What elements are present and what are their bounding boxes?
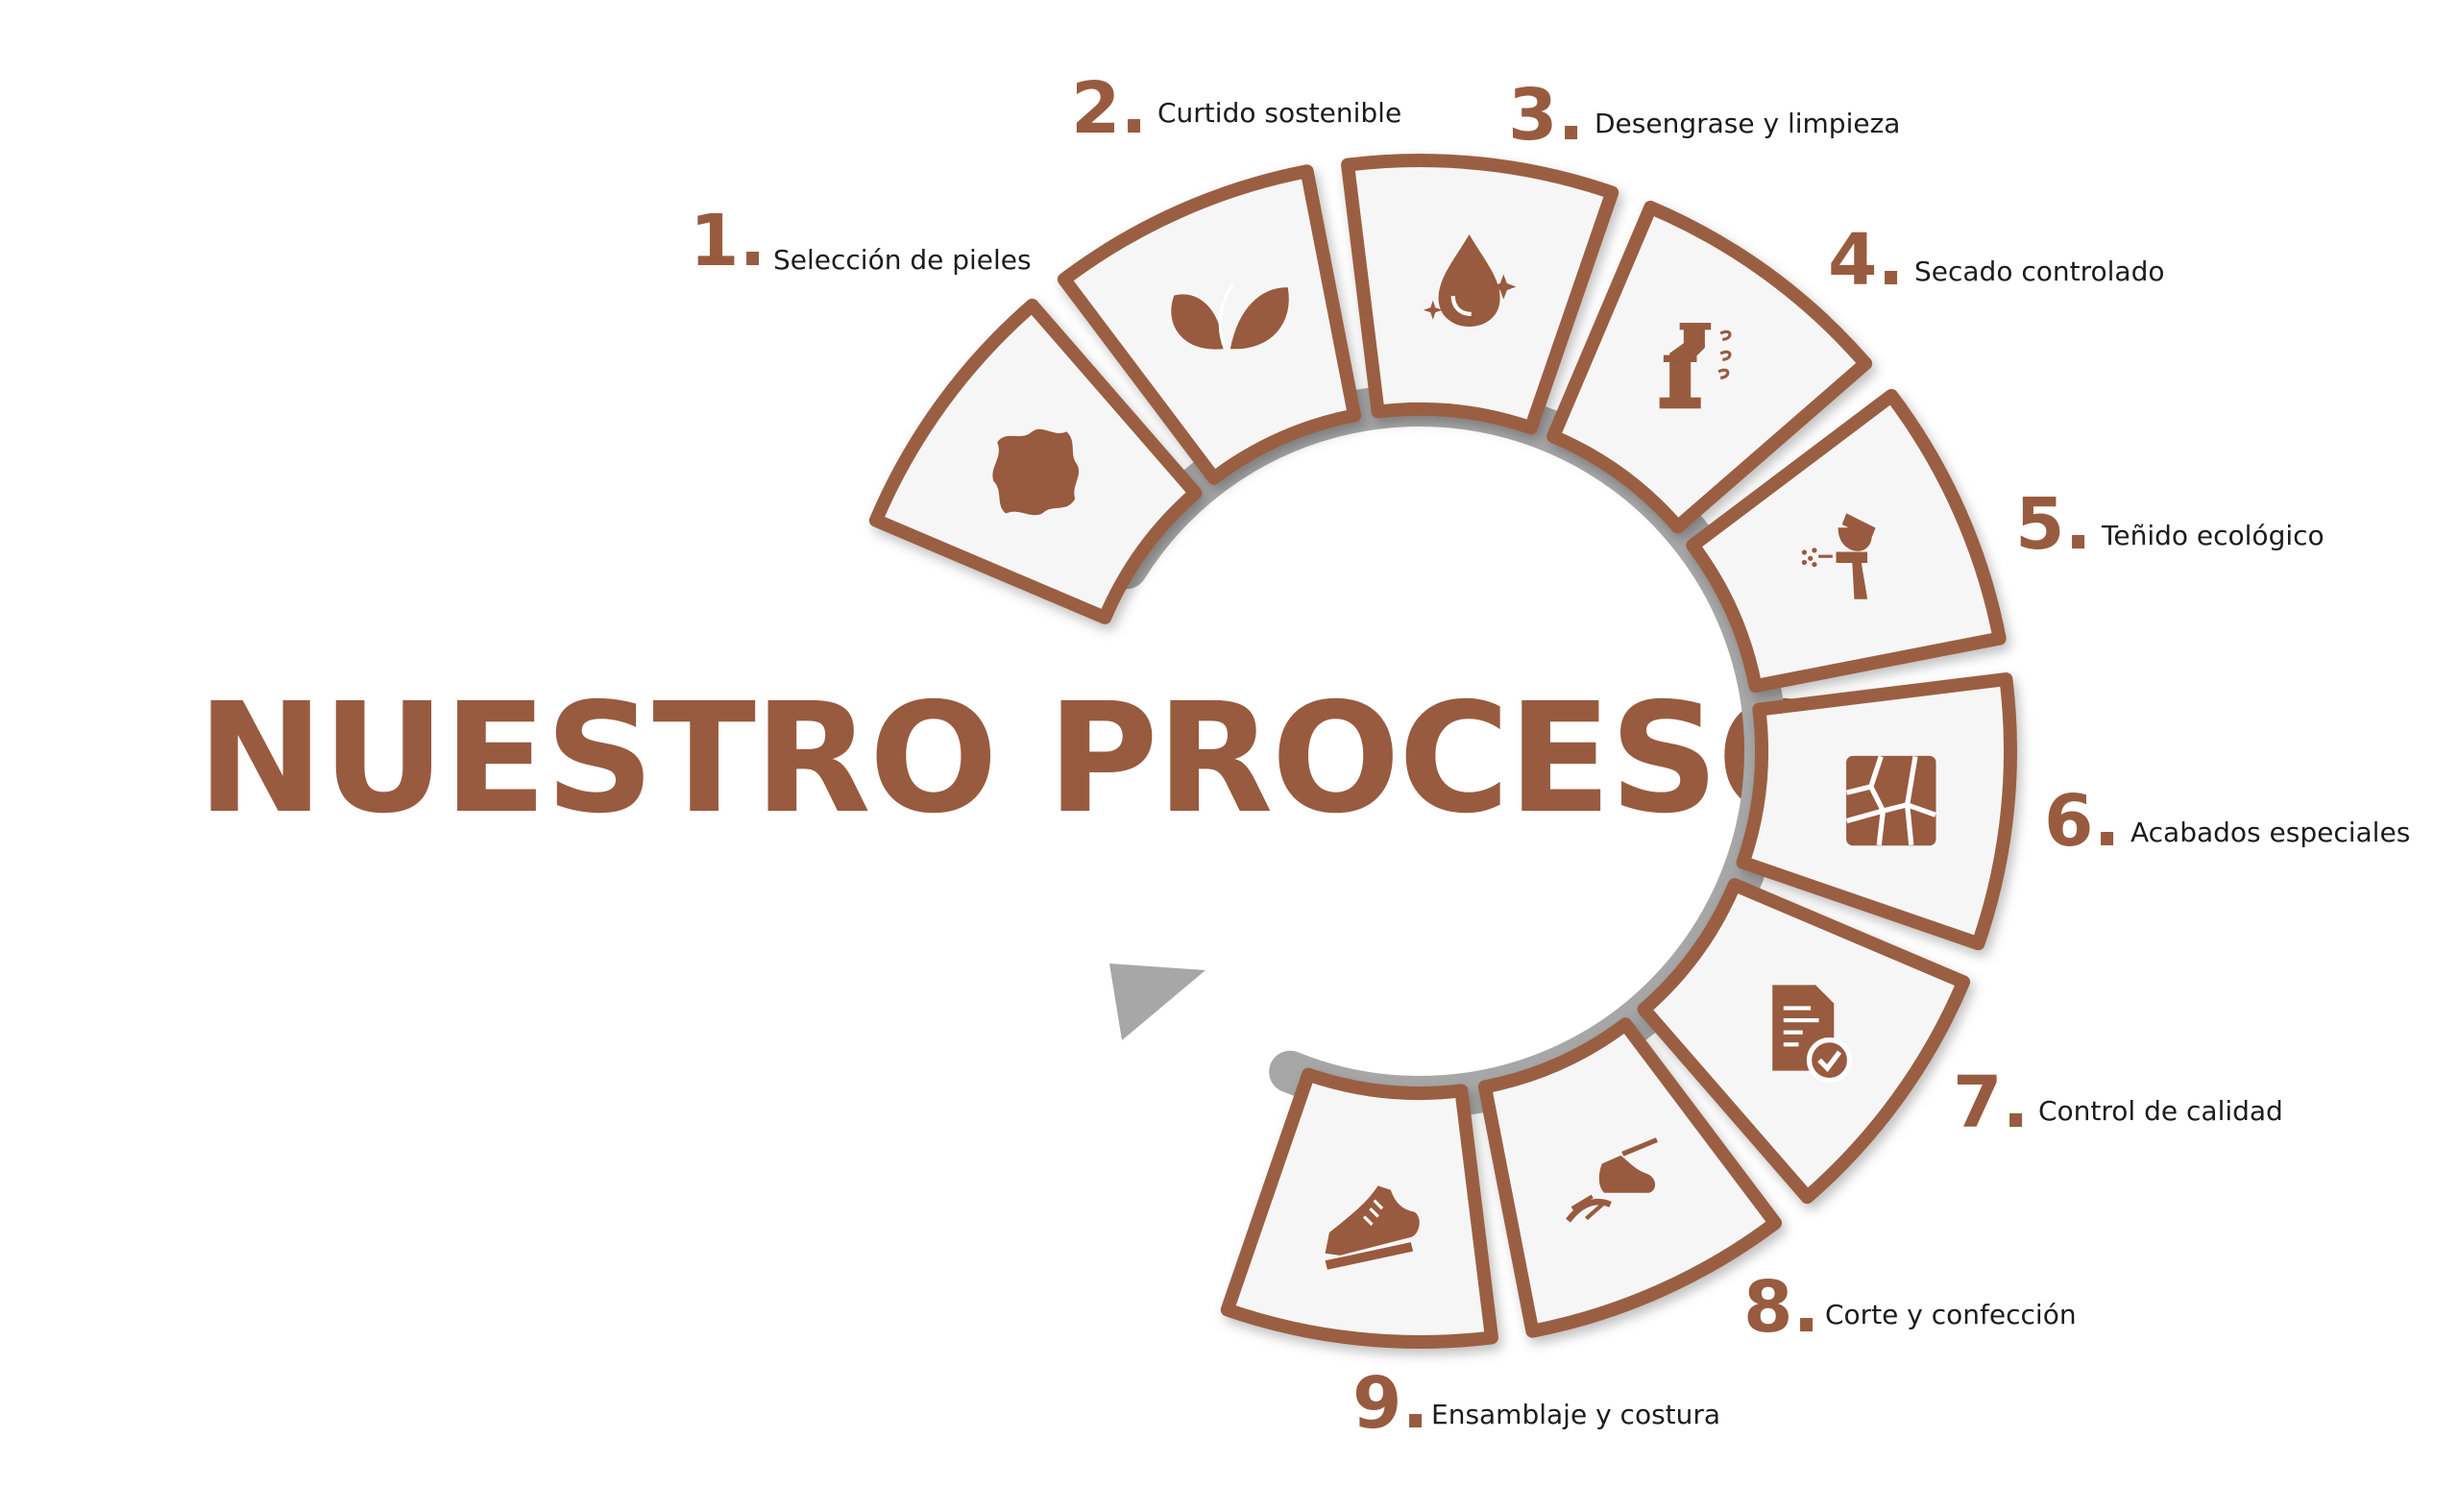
step-number: 6. <box>2044 780 2121 863</box>
step-segment <box>1546 200 1873 534</box>
diagram-title: NUESTRO PROCESO <box>197 671 1846 847</box>
shoe-icon <box>1325 1185 1420 1270</box>
water-drop-icon <box>1423 233 1517 328</box>
air-duct-icon <box>1659 323 1732 409</box>
process-step-3 <box>1341 154 1619 435</box>
process-step-9 <box>1220 1067 1498 1349</box>
step-label: Ensamblaje y costura <box>1431 1399 1720 1430</box>
spray-gun-icon <box>1801 513 1876 599</box>
step-label: Corte y confección <box>1825 1299 2077 1330</box>
stone-texture-icon <box>1845 755 1936 846</box>
step-number: 5. <box>2015 483 2092 566</box>
step-number: 9. <box>1352 1362 1429 1445</box>
step-label: Curtido sostenible <box>1157 97 1401 129</box>
process-step-2 <box>1057 164 1362 485</box>
checked-document-icon <box>1772 985 1853 1084</box>
step-number: 2. <box>1071 67 1148 150</box>
step-label: Control de calidad <box>2038 1095 2283 1127</box>
step-label: Teñido ecológico <box>2101 520 2325 551</box>
process-step-5 <box>1686 388 2007 694</box>
leaves-icon <box>1171 282 1289 350</box>
leather-hide-icon <box>992 428 1080 516</box>
step-label: Desengrase y limpieza <box>1595 108 1900 139</box>
step-label: Acabados especiales <box>2130 817 2410 848</box>
step-label: Secado controlado <box>1914 256 2164 287</box>
process-step-6 <box>1736 672 2017 951</box>
process-step-8 <box>1477 1017 1783 1338</box>
process-step-7 <box>1637 878 1971 1205</box>
step-label: Selección de pieles <box>773 244 1032 276</box>
process-step-4 <box>1546 200 1873 534</box>
step-number: 8. <box>1743 1266 1820 1349</box>
cutting-shoe-icon <box>1566 1137 1658 1223</box>
step-number: 7. <box>1953 1061 2030 1144</box>
step-number: 1. <box>690 200 767 282</box>
process-step-1 <box>868 298 1203 624</box>
step-number: 4. <box>1828 219 1905 302</box>
step-number: 3. <box>1508 74 1585 157</box>
